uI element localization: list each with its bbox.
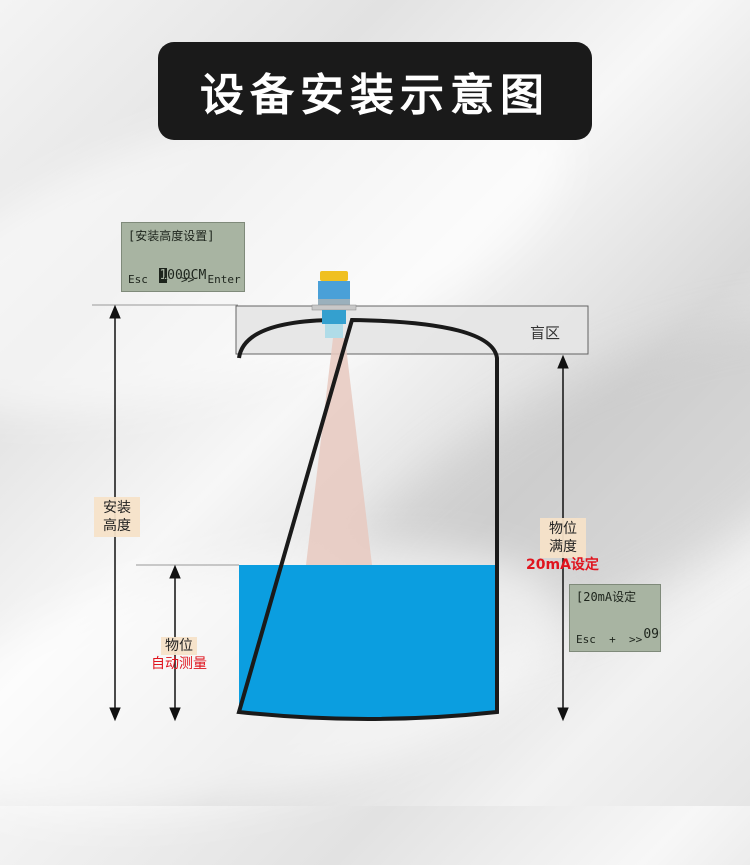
full-level-line2: 满度 [549,539,577,555]
lcd-20ma-keys: Esc + >> [576,633,643,646]
sensor-beam [306,338,372,565]
lcd-install-keys: Esc + >> Enter [128,273,241,286]
auto-measure-label: 自动测量 [151,656,207,672]
lcd-install-title: [安装高度设置] [128,229,215,243]
lcd-20ma-value-pre: 090 [643,627,660,642]
blind-zone-label: 盲区 [530,324,561,342]
lcd-install-height: [安装高度设置] 1000CM Esc + >> Enter [121,222,245,292]
ultrasonic-sensor [311,271,357,338]
page-title: 设备安装示意图 [200,70,550,121]
install-height-tag: 安装 高度 [94,497,140,537]
level-auto-tag: 物位 自动测量 [141,635,217,675]
full-level-tag: 物位 满度 [540,518,586,558]
install-height-line1: 安装 [103,500,131,516]
water-body [239,565,497,719]
installation-diagram [92,271,589,722]
lcd-install-cursor: 1 [159,268,168,283]
install-height-line2: 高度 [103,518,131,534]
lcd-20ma-title: [20mA设定 [576,590,637,604]
blind-zone-band [235,305,589,355]
tank-outline [236,317,499,721]
lcd-install-value: 000CM [167,268,207,283]
title-banner: 设备安装示意图 [158,42,592,140]
full-level-line1: 物位 [549,521,577,537]
20ma-set-label: 20mA设定 [526,557,599,573]
level-auto-label: 物位 [161,637,197,655]
lcd-20ma: [20mA设定 0900CM Esc + >> [569,584,661,652]
